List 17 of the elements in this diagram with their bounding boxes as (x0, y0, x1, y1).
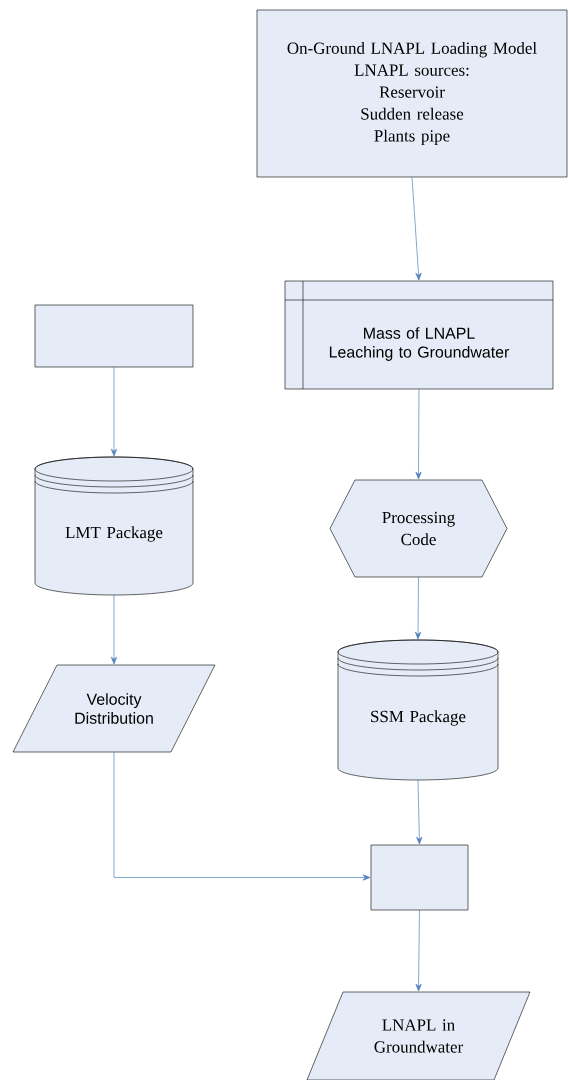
arrow (110, 366, 118, 457)
data-parallelogram: LNAPL in Groundwater (306, 991, 531, 1080)
arrow (415, 576, 422, 640)
arrow (110, 594, 118, 665)
predefined-process-box: Mass of LNAPL Leaching to Groundwater (284, 280, 554, 390)
data-parallelogram: Velocity Distribution (12, 664, 216, 753)
preparation-hexagon: Processing Code (329, 479, 508, 578)
arrow (113, 751, 371, 881)
process-box (370, 844, 469, 911)
arrow (415, 909, 422, 992)
arrow (416, 779, 423, 845)
process-box: On-Ground LNAPL Loading Model LNAPL sources: Reservoir Sudden release Plants pipe (256, 9, 568, 178)
arrow (415, 388, 422, 480)
database-cylinder: LMT Package (34, 456, 194, 596)
database-cylinder: SSM Package (337, 639, 499, 781)
arrow (411, 176, 422, 281)
process-box (34, 304, 194, 368)
